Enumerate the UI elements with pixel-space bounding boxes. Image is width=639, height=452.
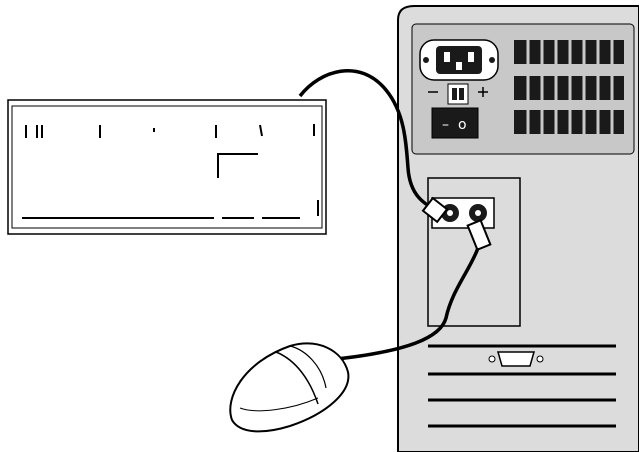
power-switch-off-symbol: o — [458, 117, 467, 133]
expansion-slots — [428, 344, 616, 428]
keyboard-body — [7, 99, 327, 235]
mouse-body — [229, 342, 350, 433]
keyboard-key-marks — [22, 124, 319, 219]
power-socket-icon — [419, 39, 499, 81]
mouse-button-edge — [289, 345, 327, 389]
mouse-connector — [466, 219, 492, 251]
power-switch-on-symbol: – — [442, 117, 449, 133]
fan-vent-grille — [514, 40, 624, 134]
power-supply: – o — [411, 23, 635, 155]
keyboard-cable — [298, 69, 441, 214]
keyboard — [7, 99, 327, 235]
power-switch: – o — [431, 107, 479, 139]
mouse — [229, 342, 350, 433]
keyboard-connector — [421, 196, 449, 224]
mouse-side-line — [239, 397, 319, 412]
voltage-selector-icon — [428, 83, 488, 105]
computer-tower: – o — [397, 5, 639, 452]
serial-port-icon — [488, 351, 544, 367]
mouse-port-icon — [469, 204, 487, 222]
mouse-button-divider — [275, 351, 319, 405]
